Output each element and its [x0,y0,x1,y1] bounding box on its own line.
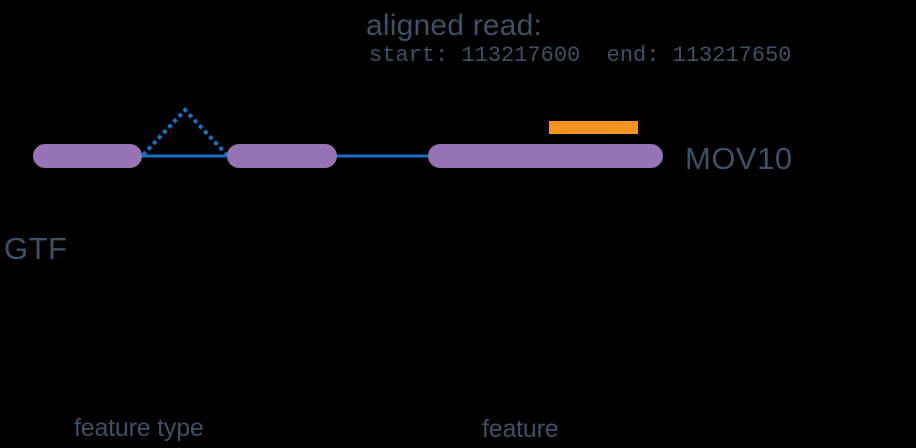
exon-2 [227,144,337,168]
splice-junction-line [141,107,229,157]
aligned-read-title: aligned read: [366,9,543,42]
caption-feature: feature [482,415,559,443]
exon-3 [428,144,663,168]
exon-1 [33,144,142,168]
gene-name-label: MOV10 [685,141,793,176]
aligned-read-bar [549,121,638,134]
read-coordinates-text: start: 113217600 end: 113217650 [369,43,792,68]
gtf-format-label: GTF [4,231,68,266]
caption-feature-type: feature type [74,414,204,442]
